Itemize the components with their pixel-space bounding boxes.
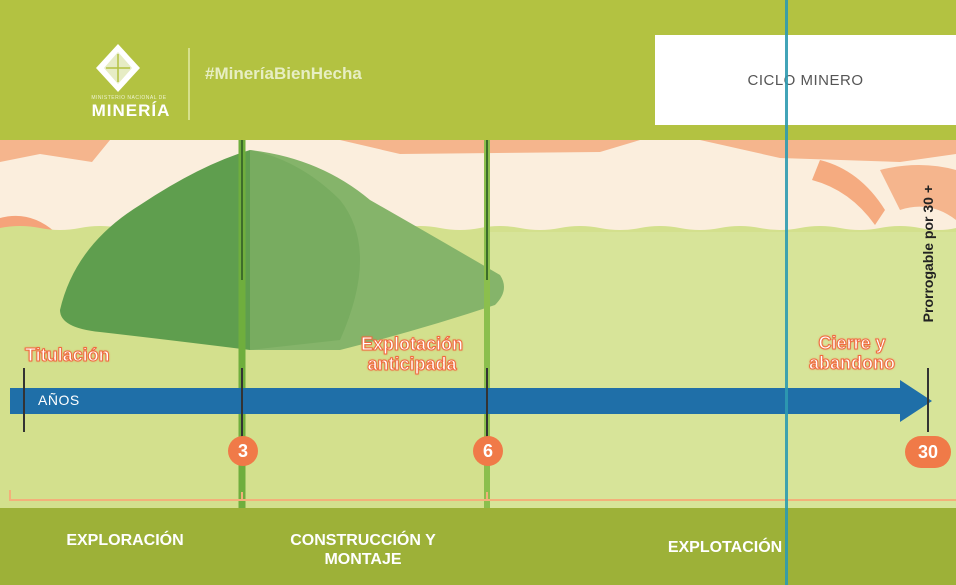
mineria-logo-icon — [96, 44, 140, 92]
phase-bracket — [9, 490, 956, 501]
title-box: CICLO MINERO — [655, 35, 956, 125]
landscape-scene — [0, 140, 956, 508]
mountain-left — [60, 150, 250, 350]
label-explotacion-anticipada: Explotación anticipada — [360, 334, 463, 375]
axis-label-anos: AÑOS — [38, 392, 80, 408]
orange-shape — [812, 160, 885, 225]
timeline-arrow-body — [10, 388, 900, 414]
phase-bracket-ticks — [241, 492, 488, 500]
hashtag-text: #MineríaBienHecha — [205, 64, 362, 83]
overlay-vertical-line — [785, 0, 788, 585]
phase-construccion-montaje: CONSTRUCCIÓN Y MONTAJE — [290, 532, 436, 568]
orange-shape — [700, 140, 956, 162]
timeline-arrow-head — [900, 380, 932, 422]
year-badge-30: 30 — [905, 436, 951, 468]
year-badge-6: 6 — [473, 436, 503, 466]
prorrogable-note: Prorrogable por 30 + — [920, 185, 936, 323]
logo-wordmark: MINERÍA — [91, 101, 171, 120]
orange-shape — [0, 140, 110, 162]
label-titulacion: Titulación — [25, 345, 111, 366]
explotacion-zone — [488, 232, 956, 508]
header-band: MINISTERIO NACIONAL DE MINERÍA #MineríaB… — [0, 0, 956, 140]
orange-shape — [880, 165, 956, 220]
label-cierre-abandono: Cierre y abandono — [809, 333, 896, 374]
phase-explotacion: EXPLOTACIÓN — [667, 539, 783, 556]
logo-subtitle: MINISTERIO NACIONAL DE — [91, 95, 167, 101]
phase-band — [0, 508, 956, 585]
phase-exploracion: EXPLORACIÓN — [66, 532, 184, 549]
page-title: CICLO MINERO — [747, 72, 864, 89]
mountain-shade — [250, 150, 360, 350]
year-badge-3: 3 — [228, 436, 258, 466]
header-divider — [188, 48, 190, 120]
